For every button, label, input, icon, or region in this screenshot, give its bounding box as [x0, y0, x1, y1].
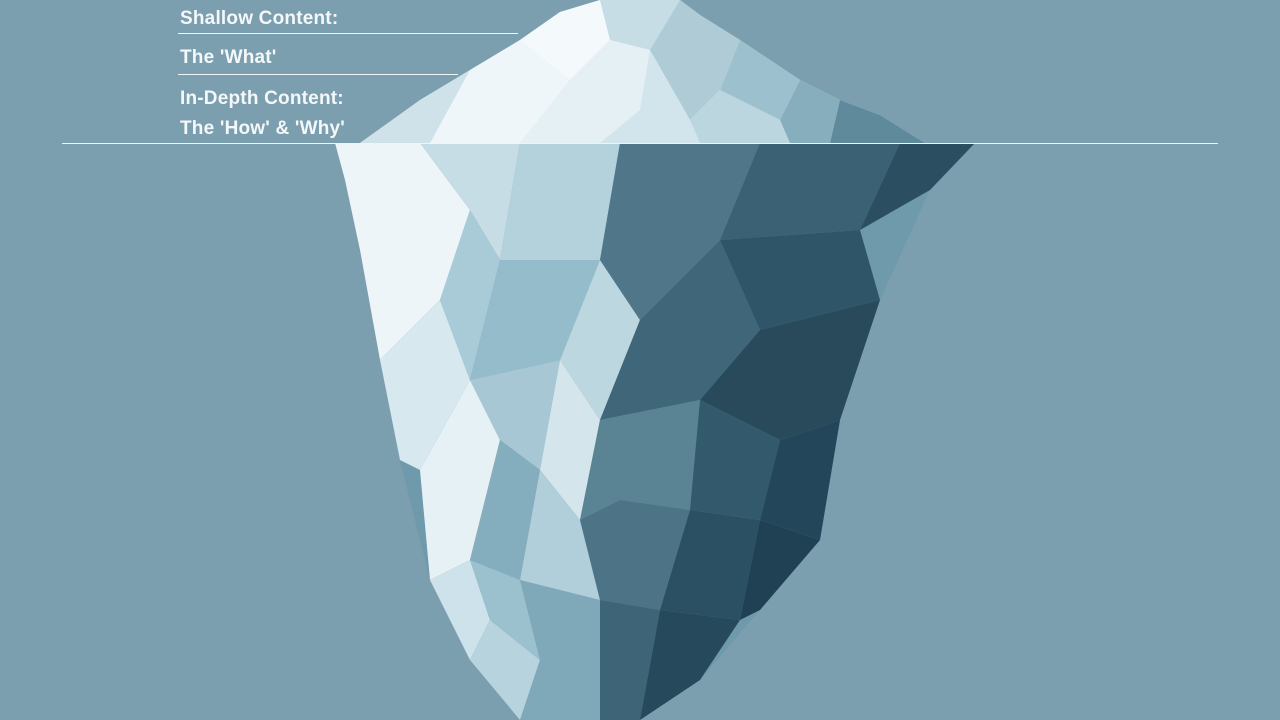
in-depth-content-title: In-Depth Content: [180, 88, 344, 109]
shallow-divider [178, 33, 518, 34]
water-line [62, 143, 1218, 144]
iceberg-tip [360, 0, 925, 143]
in-depth-content-subtitle: The 'How' & 'Why' [180, 118, 346, 139]
what-divider [178, 74, 458, 75]
shallow-content-title: Shallow Content: [180, 8, 339, 29]
shallow-content-subtitle: The 'What' [180, 47, 277, 68]
iceberg-body [335, 143, 975, 720]
